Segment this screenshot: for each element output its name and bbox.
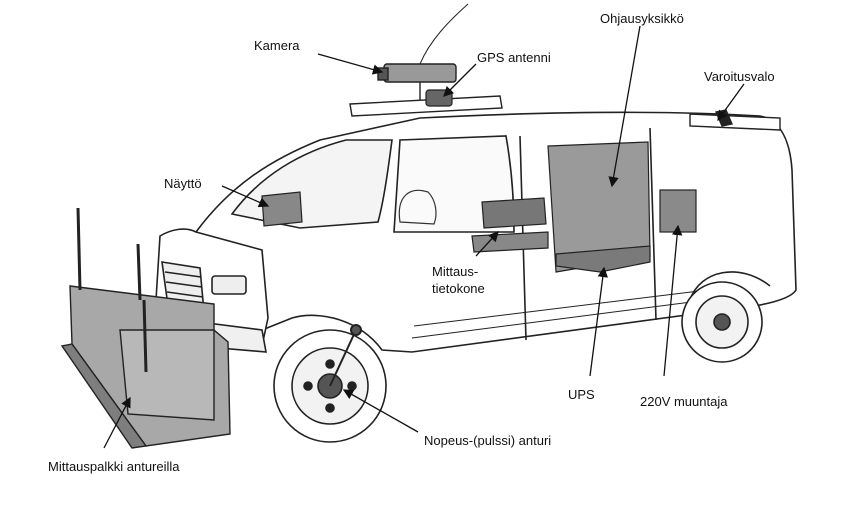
control-unit-box xyxy=(547,141,651,273)
measurement-beam xyxy=(60,207,231,449)
transformer-box xyxy=(659,189,697,233)
label-mittaustietokone-line2: tietokone xyxy=(432,281,485,296)
speed-sensor-arm xyxy=(329,324,362,387)
pointer-kamera xyxy=(317,53,384,75)
label-mittauspalkki: Mittauspalkki antureilla xyxy=(48,459,180,474)
label-220v-muuntaja: 220V muuntaja xyxy=(640,394,728,409)
label-kamera: Kamera xyxy=(254,38,300,53)
pointer-mittauspalkki xyxy=(103,396,131,449)
pointer-nopeus xyxy=(342,389,419,433)
label-nopeus-anturi: Nopeus-(pulssi) anturi xyxy=(424,433,552,448)
pointer-ohjaus xyxy=(608,25,641,188)
callout-lines xyxy=(103,25,745,449)
roof-light-bar xyxy=(349,95,781,131)
pointer-gps xyxy=(443,63,477,97)
seat-outline xyxy=(398,189,437,225)
label-ups: UPS xyxy=(568,387,595,402)
label-ohjausyksikko: Ohjausyksikkö xyxy=(600,11,684,26)
label-naytto: Näyttö xyxy=(164,176,202,191)
rear-wheel xyxy=(681,281,763,363)
pointer-varoitus xyxy=(717,83,745,122)
pointer-ups xyxy=(589,266,608,377)
pointer-muuntaja xyxy=(663,224,683,377)
computer-unit xyxy=(471,197,549,253)
pointer-naytto xyxy=(221,185,270,208)
label-varoitusvalo: Varoitusvalo xyxy=(704,69,775,84)
pointer-computer xyxy=(475,231,499,257)
label-gps-antenni: GPS antenni xyxy=(477,50,551,65)
display-unit xyxy=(261,191,303,227)
label-mittaustietokone-line1: Mittaus- xyxy=(432,264,479,279)
